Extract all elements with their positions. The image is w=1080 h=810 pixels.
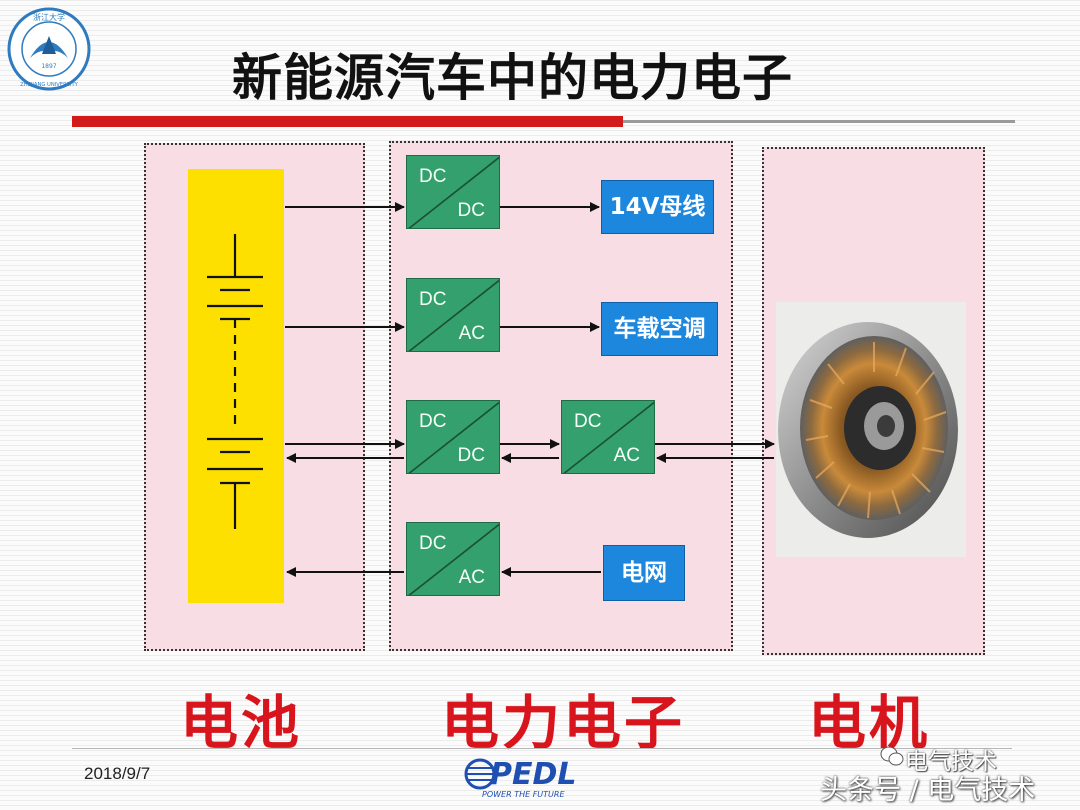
load-14v-bus: 14V母线 [601, 180, 714, 234]
load-air-conditioner: 车载空调 [601, 302, 718, 356]
converter-input-label: DC [419, 411, 447, 432]
motor-caption: 电机 [808, 689, 931, 757]
battery-caption: 电池 [180, 689, 303, 757]
converter-output-label: DC [457, 200, 485, 221]
converter-dcdc-14v: DC DC [406, 155, 500, 229]
converter-output-label: AC [458, 567, 485, 588]
converter-input-label: DC [419, 166, 447, 187]
footer-divider [72, 748, 1012, 749]
converter-output-label: DC [457, 445, 485, 466]
electronics-caption: 电力电子 [441, 689, 686, 757]
load-grid: 电网 [603, 545, 685, 601]
watermark-source: 头条号 / 电气技术 [820, 775, 1036, 806]
converter-input-label: DC [419, 289, 447, 310]
converter-output-label: AC [458, 323, 485, 344]
converter-output-label: AC [613, 445, 640, 466]
pedl-tagline-text: POWER THE FUTURE [482, 790, 565, 799]
page-title: 新能源汽车中的电力电子 [232, 49, 793, 107]
converter-input-label: DC [574, 411, 602, 432]
converter-dcac-grid: DC AC [406, 522, 500, 596]
converter-input-label: DC [419, 533, 447, 554]
motor-image [776, 302, 966, 557]
slide-date: 2018/9/7 [84, 764, 151, 783]
battery-symbol-icon [207, 234, 263, 529]
pedl-logo-icon: PEDL POWER THE FUTURE [464, 757, 577, 799]
converter-dcdc-traction: DC DC [406, 400, 500, 474]
university-name-text: ZHEJIANG UNIVERSITY [20, 82, 79, 88]
title-underline-grey [623, 120, 1015, 123]
university-year-text: 1897 [41, 63, 56, 70]
converter-dcac-inverter: DC AC [561, 400, 655, 474]
title-underline-red [72, 116, 623, 127]
university-chinese-text: 浙江大学 [33, 12, 65, 22]
battery-block [188, 169, 284, 603]
converter-dcac-aircon: DC AC [406, 278, 500, 352]
wechat-icon [880, 746, 904, 766]
university-logo-icon: 1897 浙江大学 ZHEJIANG UNIVERSITY [7, 7, 91, 91]
motor-icon [778, 322, 958, 538]
watermark-account: 电气技术 [905, 749, 997, 775]
pedl-name-text: PEDL [490, 757, 577, 792]
